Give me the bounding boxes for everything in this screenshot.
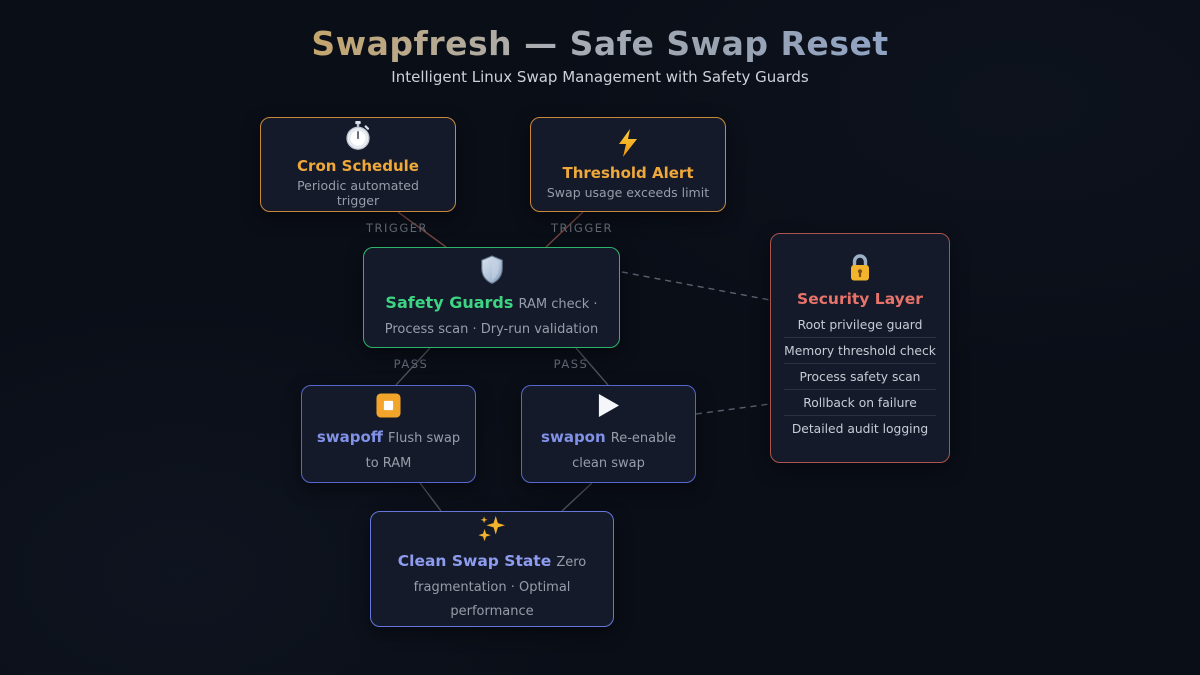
security-item: Rollback on failure: [784, 389, 936, 415]
node-title: swapoff: [316, 428, 383, 447]
node-text: Safety Guards RAM check · Process scan ·…: [378, 291, 605, 341]
page-title: Swapfresh — Safe Swap Reset: [0, 24, 1200, 63]
security-item: Detailed audit logging: [784, 415, 936, 441]
node-desc: Periodic automated trigger: [297, 178, 419, 208]
stop-icon: [376, 393, 401, 418]
sparkles-icon: [478, 515, 506, 542]
edge-guards-security-dashed: [621, 271, 771, 301]
node-safety-guards: Safety Guards RAM check · Process scan ·…: [363, 247, 620, 348]
node-title: swapon: [541, 428, 606, 447]
lightning-icon: [616, 129, 640, 157]
node-title: Threshold Alert: [562, 164, 694, 182]
node-desc: Flush swap to RAM: [365, 431, 461, 471]
lock-icon: [845, 252, 875, 283]
security-item: Root privilege guard: [797, 317, 923, 332]
node-threshold-alert: Threshold Alert Swap usage exceeds limit: [530, 117, 726, 212]
edge-swapoff-clean: [419, 482, 442, 512]
shield-icon: [479, 255, 505, 284]
page-subtitle: Intelligent Linux Swap Management with S…: [391, 68, 809, 86]
security-item: Process safety scan: [784, 363, 936, 389]
edge-label-trigger-left: TRIGGER: [366, 221, 428, 235]
node-desc: Zero fragmentation · Optimal performance: [413, 554, 587, 620]
node-title: Cron Schedule: [297, 157, 419, 175]
node-security-layer: Security Layer Root privilege guard Memo…: [770, 233, 950, 463]
edge-swapon-security-dashed: [695, 403, 771, 415]
node-clean-swap-state: Clean Swap State Zero fragmentation · Op…: [370, 511, 614, 627]
node-title: Clean Swap State: [397, 551, 552, 570]
edge-label-trigger-right: TRIGGER: [551, 221, 613, 235]
security-item: Memory threshold check: [784, 337, 936, 363]
edge-label-pass-left: PASS: [393, 357, 429, 371]
edge-swapon-clean: [561, 482, 593, 512]
node-text: swapon Re-enable clean swap: [536, 425, 681, 475]
stopwatch-icon: [345, 121, 371, 150]
node-desc: RAM check · Process scan · Dry-run valid…: [384, 296, 599, 337]
node-title: Security Layer: [797, 290, 923, 308]
node-desc: Re-enable clean swap: [572, 431, 676, 471]
node-text: Clean Swap State Zero fragmentation · Op…: [385, 549, 599, 623]
node-desc: Swap usage exceeds limit: [546, 185, 710, 200]
node-text: swapoff Flush swap to RAM: [316, 425, 461, 475]
edge-label-pass-right: PASS: [553, 357, 589, 371]
node-title: Safety Guards: [385, 292, 514, 312]
node-swapon: swapon Re-enable clean swap: [521, 385, 696, 483]
node-swapoff: swapoff Flush swap to RAM: [301, 385, 476, 483]
play-icon: [597, 393, 620, 418]
node-cron-schedule: Cron Schedule Periodic automated trigger: [260, 117, 456, 212]
